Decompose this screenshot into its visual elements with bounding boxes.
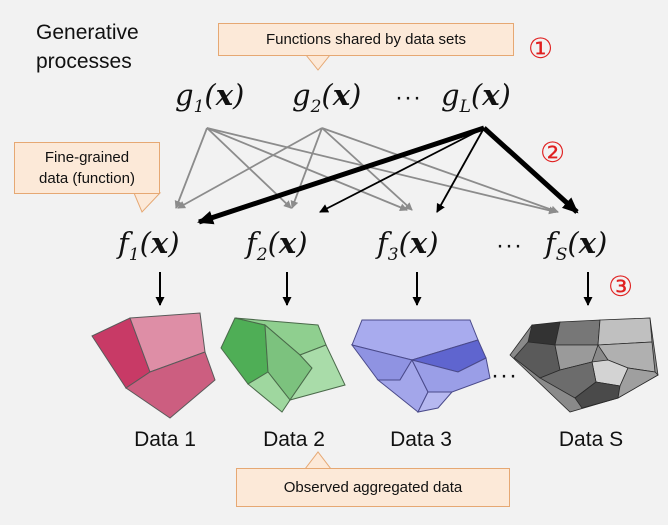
g-ellipsis: ··· [395, 84, 422, 111]
heading-line-1: Generative [36, 21, 139, 44]
shared-functions-text: Functions shared by data sets [265, 31, 467, 48]
data-2-label: Data 2 [263, 428, 325, 451]
observed-data-callout: Observed aggregated data [236, 468, 510, 507]
gL-function: gL(x) [441, 78, 511, 117]
data-1-label: Data 1 [134, 428, 196, 451]
f3-function: f3(x) [377, 226, 439, 265]
gL-black-arrows [197, 125, 579, 225]
g1-function: g1(x) [175, 78, 245, 117]
fine-grained-callout: Fine-grained data (function) [14, 142, 160, 194]
f-ellipsis: ··· [496, 232, 523, 259]
data-3-label: Data 3 [390, 428, 452, 451]
data-ellipsis: ··· [491, 362, 518, 389]
observed-data-text: Observed aggregated data [283, 479, 463, 496]
step-marker-2: ② [540, 136, 566, 169]
data3-map [350, 319, 491, 413]
f1-function: f1(x) [118, 226, 180, 265]
observed-callout-tail [303, 451, 333, 470]
generative-processes-heading: Generative processes [36, 18, 139, 76]
fine-callout-tail [133, 192, 162, 213]
f2-function: f2(x) [246, 226, 308, 265]
shared-callout-tail [304, 54, 332, 71]
heading-line-2: processes [36, 50, 132, 73]
dataS-map [509, 317, 659, 413]
fine-grained-line-2: data (function) [39, 170, 135, 187]
fine-grained-line-1: Fine-grained [44, 149, 130, 166]
data-S-label: Data S [558, 428, 624, 451]
step-marker-3: ③ [608, 270, 634, 303]
g2-function: g2(x) [292, 78, 362, 117]
down-arrows [155, 272, 593, 306]
step-marker-1: ① [528, 32, 554, 65]
fS-function: fS(x) [545, 226, 608, 265]
data2-map [220, 317, 346, 413]
shared-functions-callout: Functions shared by data sets [218, 23, 514, 56]
data1-map [91, 312, 216, 419]
